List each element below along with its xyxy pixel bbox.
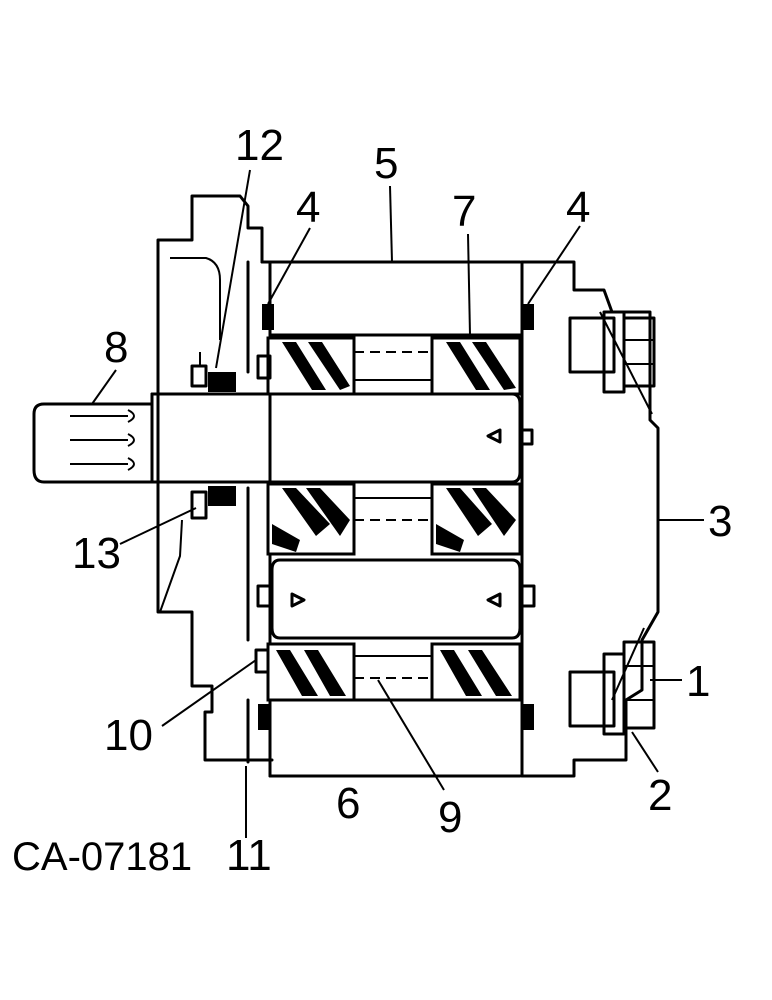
callout-2: 2 <box>648 771 672 820</box>
callout-11: 11 <box>226 831 272 880</box>
callout-1: 1 <box>686 657 710 706</box>
callout-9: 9 <box>438 793 462 842</box>
drawing-code: CA-07181 <box>12 835 192 879</box>
leader-lines <box>91 169 704 838</box>
callout-10: 10 <box>104 711 153 760</box>
callout-12: 12 <box>235 121 284 170</box>
top-bolt <box>602 310 656 394</box>
callout-7: 7 <box>452 187 476 236</box>
mounting-flange <box>156 194 274 764</box>
bottom-bolt <box>602 640 656 736</box>
callout-3: 3 <box>708 497 732 546</box>
callout-5: 5 <box>374 139 398 188</box>
callout-labels: 12 5 4 7 4 8 13 3 1 10 2 6 9 11 <box>72 121 732 880</box>
drive-shaft <box>32 392 534 484</box>
callout-8: 8 <box>104 323 128 372</box>
drive-gear <box>266 336 522 556</box>
callout-4-left: 4 <box>296 183 320 232</box>
driven-gear <box>266 642 522 702</box>
callout-4-right: 4 <box>566 183 590 232</box>
callout-13: 13 <box>72 529 121 578</box>
callout-6: 6 <box>336 779 360 828</box>
driven-shaft <box>256 558 536 640</box>
shaft-seal <box>190 352 236 520</box>
